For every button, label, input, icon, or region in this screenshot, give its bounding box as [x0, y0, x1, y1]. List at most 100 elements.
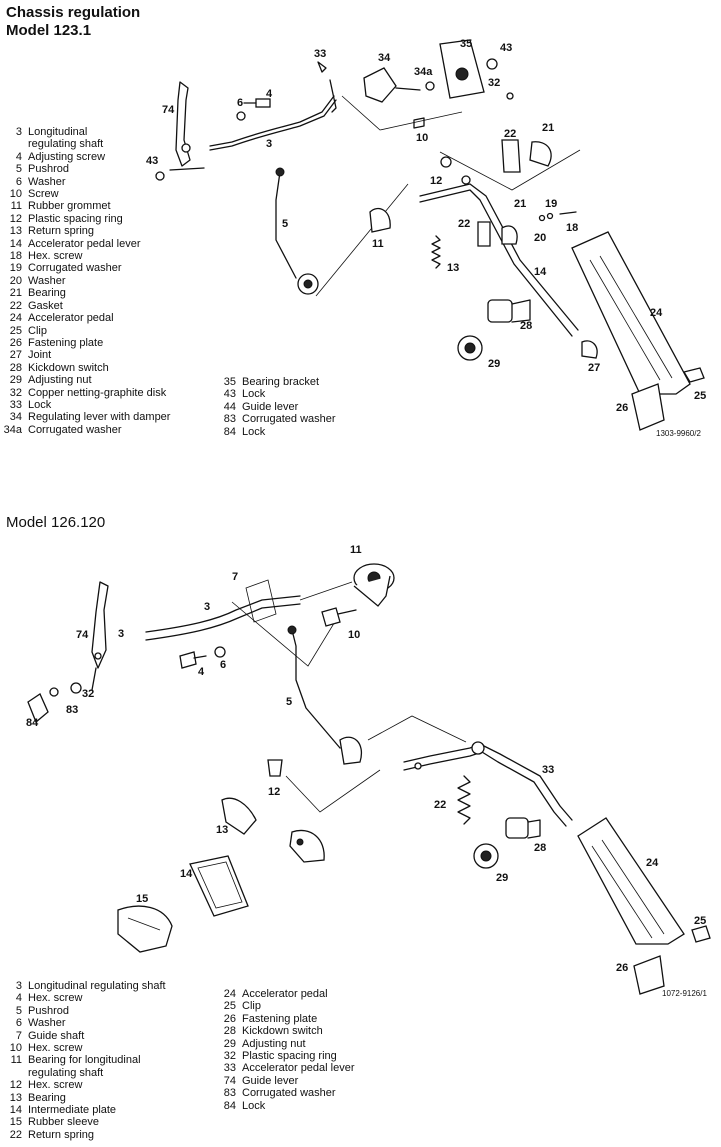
callout2-10: 10 [348, 629, 360, 641]
callout-29: 29 [488, 358, 500, 370]
callout2-25: 25 [694, 915, 706, 927]
regulating-shaft-3-b [145, 595, 301, 633]
callout2-7: 7 [232, 571, 238, 583]
callout-6: 6 [237, 97, 243, 109]
accelerator-pedal-24-b [577, 817, 685, 945]
callout2-74: 74 [76, 629, 89, 641]
callout-43b: 43 [146, 155, 158, 167]
diagram-model-126 [27, 563, 711, 995]
callout2-84: 84 [26, 717, 39, 729]
callout-14: 14 [534, 266, 547, 278]
callout2-5: 5 [286, 696, 292, 708]
section1-title-line1: Chassis regulation [6, 4, 141, 21]
callout-21b: 21 [514, 198, 526, 210]
callout-19: 19 [545, 198, 557, 210]
accelerator-pedal-24 [571, 231, 691, 395]
callout2-24: 24 [646, 857, 659, 869]
section1-title-line2: Model 123.1 [6, 22, 92, 39]
callout2-3a: 3 [204, 601, 210, 613]
regulating-lever-34 [363, 67, 397, 103]
callout-24: 24 [650, 307, 663, 319]
callout2-22: 22 [434, 799, 446, 811]
callout2-14: 14 [180, 868, 193, 880]
callout-3: 3 [266, 138, 272, 150]
callout2-28: 28 [534, 842, 546, 854]
callout-18: 18 [566, 222, 578, 234]
callout-5: 5 [282, 218, 288, 230]
callout-27: 27 [588, 362, 600, 374]
callout2-29: 29 [496, 872, 508, 884]
callout-35: 35 [460, 38, 472, 50]
pushrod-5-b [291, 629, 341, 749]
callout-25: 25 [694, 390, 706, 402]
callout2-83: 83 [66, 704, 78, 716]
callout-12: 12 [430, 175, 442, 187]
callout-34: 34 [378, 52, 391, 64]
pushrod-5 [275, 171, 297, 279]
callout-4: 4 [266, 88, 273, 100]
diagram-model-123 [155, 39, 705, 431]
pedal-lever-33 [403, 743, 573, 821]
intermediate-plate-14 [189, 855, 249, 917]
section2-callouts: 11 7 3 74 3 10 4 6 32 83 84 5 33 12 22 1… [26, 544, 707, 998]
callout2-32: 32 [82, 688, 94, 700]
regulating-shaft-3 [209, 95, 335, 147]
callout-13: 13 [447, 262, 459, 274]
callout2-33: 33 [542, 764, 554, 776]
section1-callouts: 33 34 35 43 74 4 6 34a 32 3 10 22 21 43 … [146, 38, 706, 438]
pedal-lever-14 [419, 183, 579, 331]
section2-ref-code: 1072-9126/1 [662, 989, 707, 998]
callout-10: 10 [416, 132, 428, 144]
callout-33: 33 [314, 48, 326, 60]
callout2-6: 6 [220, 659, 226, 671]
callout-28: 28 [520, 320, 532, 332]
callout2-26: 26 [616, 962, 628, 974]
guide-lever-74-b [91, 581, 109, 669]
callout-26: 26 [616, 402, 628, 414]
callout2-3b: 3 [118, 628, 124, 640]
callout-34a: 34a [414, 66, 433, 78]
callout2-12: 12 [268, 786, 280, 798]
callout-43: 43 [500, 42, 512, 54]
callout-20: 20 [534, 232, 546, 244]
